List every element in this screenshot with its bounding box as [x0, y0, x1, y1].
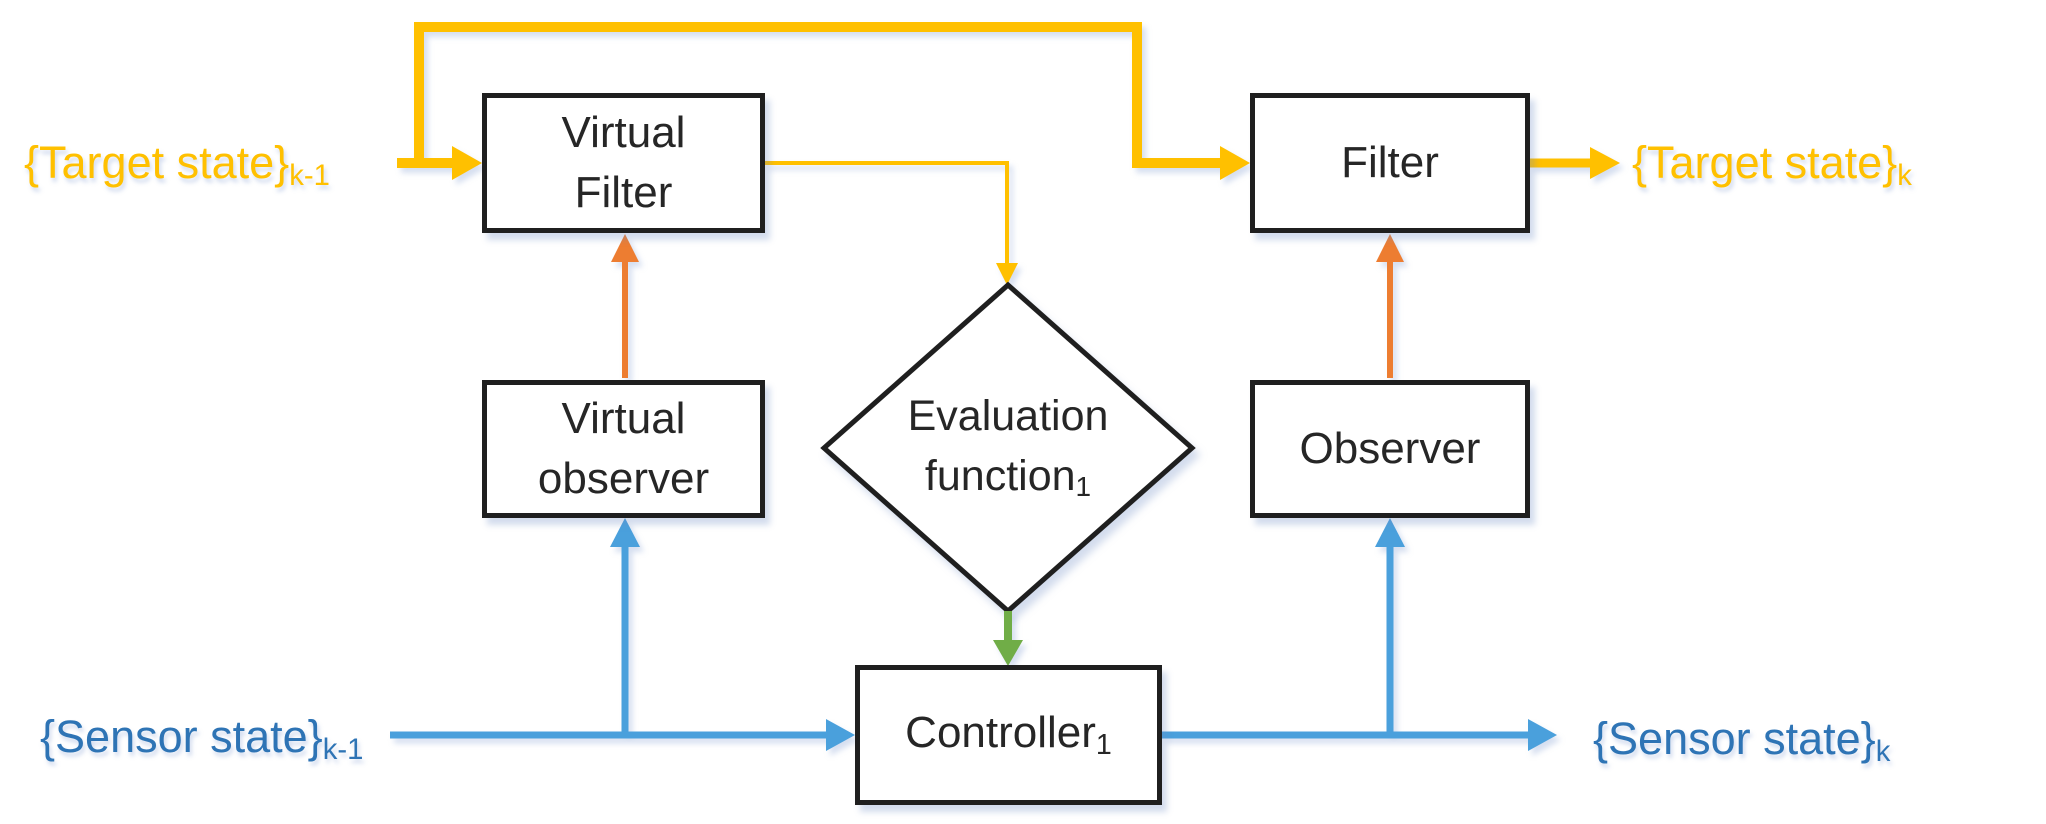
evaluation-label-line1: Evaluation	[907, 391, 1109, 440]
target-state-next-sub: k	[1897, 160, 1912, 193]
arrowhead-into-filter-bottom	[1376, 234, 1404, 262]
virtual-filter-node: Virtual Filter	[482, 93, 765, 233]
observer-label: Observer	[1299, 424, 1481, 473]
target-state-prev-text: {Target state}	[24, 137, 290, 188]
arrowhead-into-controller	[826, 719, 855, 751]
virtual-observer-label-line1: Virtual	[561, 394, 686, 443]
sensor-state-prev-label: {Sensor state}k-1	[40, 712, 363, 768]
virtual-filter-label-line1: Virtual	[561, 108, 686, 157]
controller-node: Controller1	[855, 665, 1162, 805]
edge-target-prev-to-filter-feedback	[414, 22, 1222, 168]
arrowhead-to-sensor-next	[1528, 719, 1557, 751]
controller-label-sub: 1	[1095, 728, 1112, 761]
arrowhead-into-virtual-filter	[452, 146, 482, 180]
observer-node: Observer	[1250, 380, 1530, 518]
arrowhead-into-evaluation	[996, 263, 1018, 285]
target-state-next-label: {Target state}k	[1632, 138, 1912, 194]
arrowhead-into-filter	[1220, 146, 1250, 180]
virtual-observer-label-line2: observer	[537, 454, 710, 503]
target-state-prev-label: {Target state}k-1	[24, 138, 330, 194]
sensor-state-next-label: {Sensor state}k	[1593, 714, 1890, 770]
arrowhead-to-target-next	[1590, 147, 1620, 179]
filter-label: Filter	[1341, 138, 1439, 187]
arrowhead-into-virtual-observer	[610, 518, 640, 547]
target-state-prev-sub: k-1	[289, 160, 330, 193]
sensor-state-prev-text: {Sensor state}	[40, 711, 323, 762]
arrowhead-into-observer	[1375, 518, 1405, 547]
virtual-filter-label-line2: Filter	[574, 168, 673, 217]
controller-label: Controller1	[905, 703, 1112, 768]
target-state-next-text: {Target state}	[1632, 137, 1898, 188]
evaluation-function-label: Evaluation function1	[858, 382, 1158, 514]
evaluation-label-line2: function1	[925, 446, 1091, 511]
sensor-state-next-sub: k	[1875, 736, 1891, 769]
evaluation-label-sub: 1	[1075, 471, 1092, 503]
arrowhead-into-controller-top	[993, 640, 1023, 666]
controller-label-text: Controller	[905, 707, 1096, 757]
evaluation-label-line2-text: function	[924, 451, 1076, 500]
virtual-observer-node: Virtual observer	[482, 380, 765, 518]
sensor-state-prev-sub: k-1	[322, 734, 364, 767]
edge-virtual-filter-to-evaluation	[765, 161, 1009, 265]
sensor-state-next-text: {Sensor state}	[1593, 713, 1876, 764]
filter-node: Filter	[1250, 93, 1530, 233]
arrowhead-into-virtual-filter-bottom	[611, 234, 639, 262]
